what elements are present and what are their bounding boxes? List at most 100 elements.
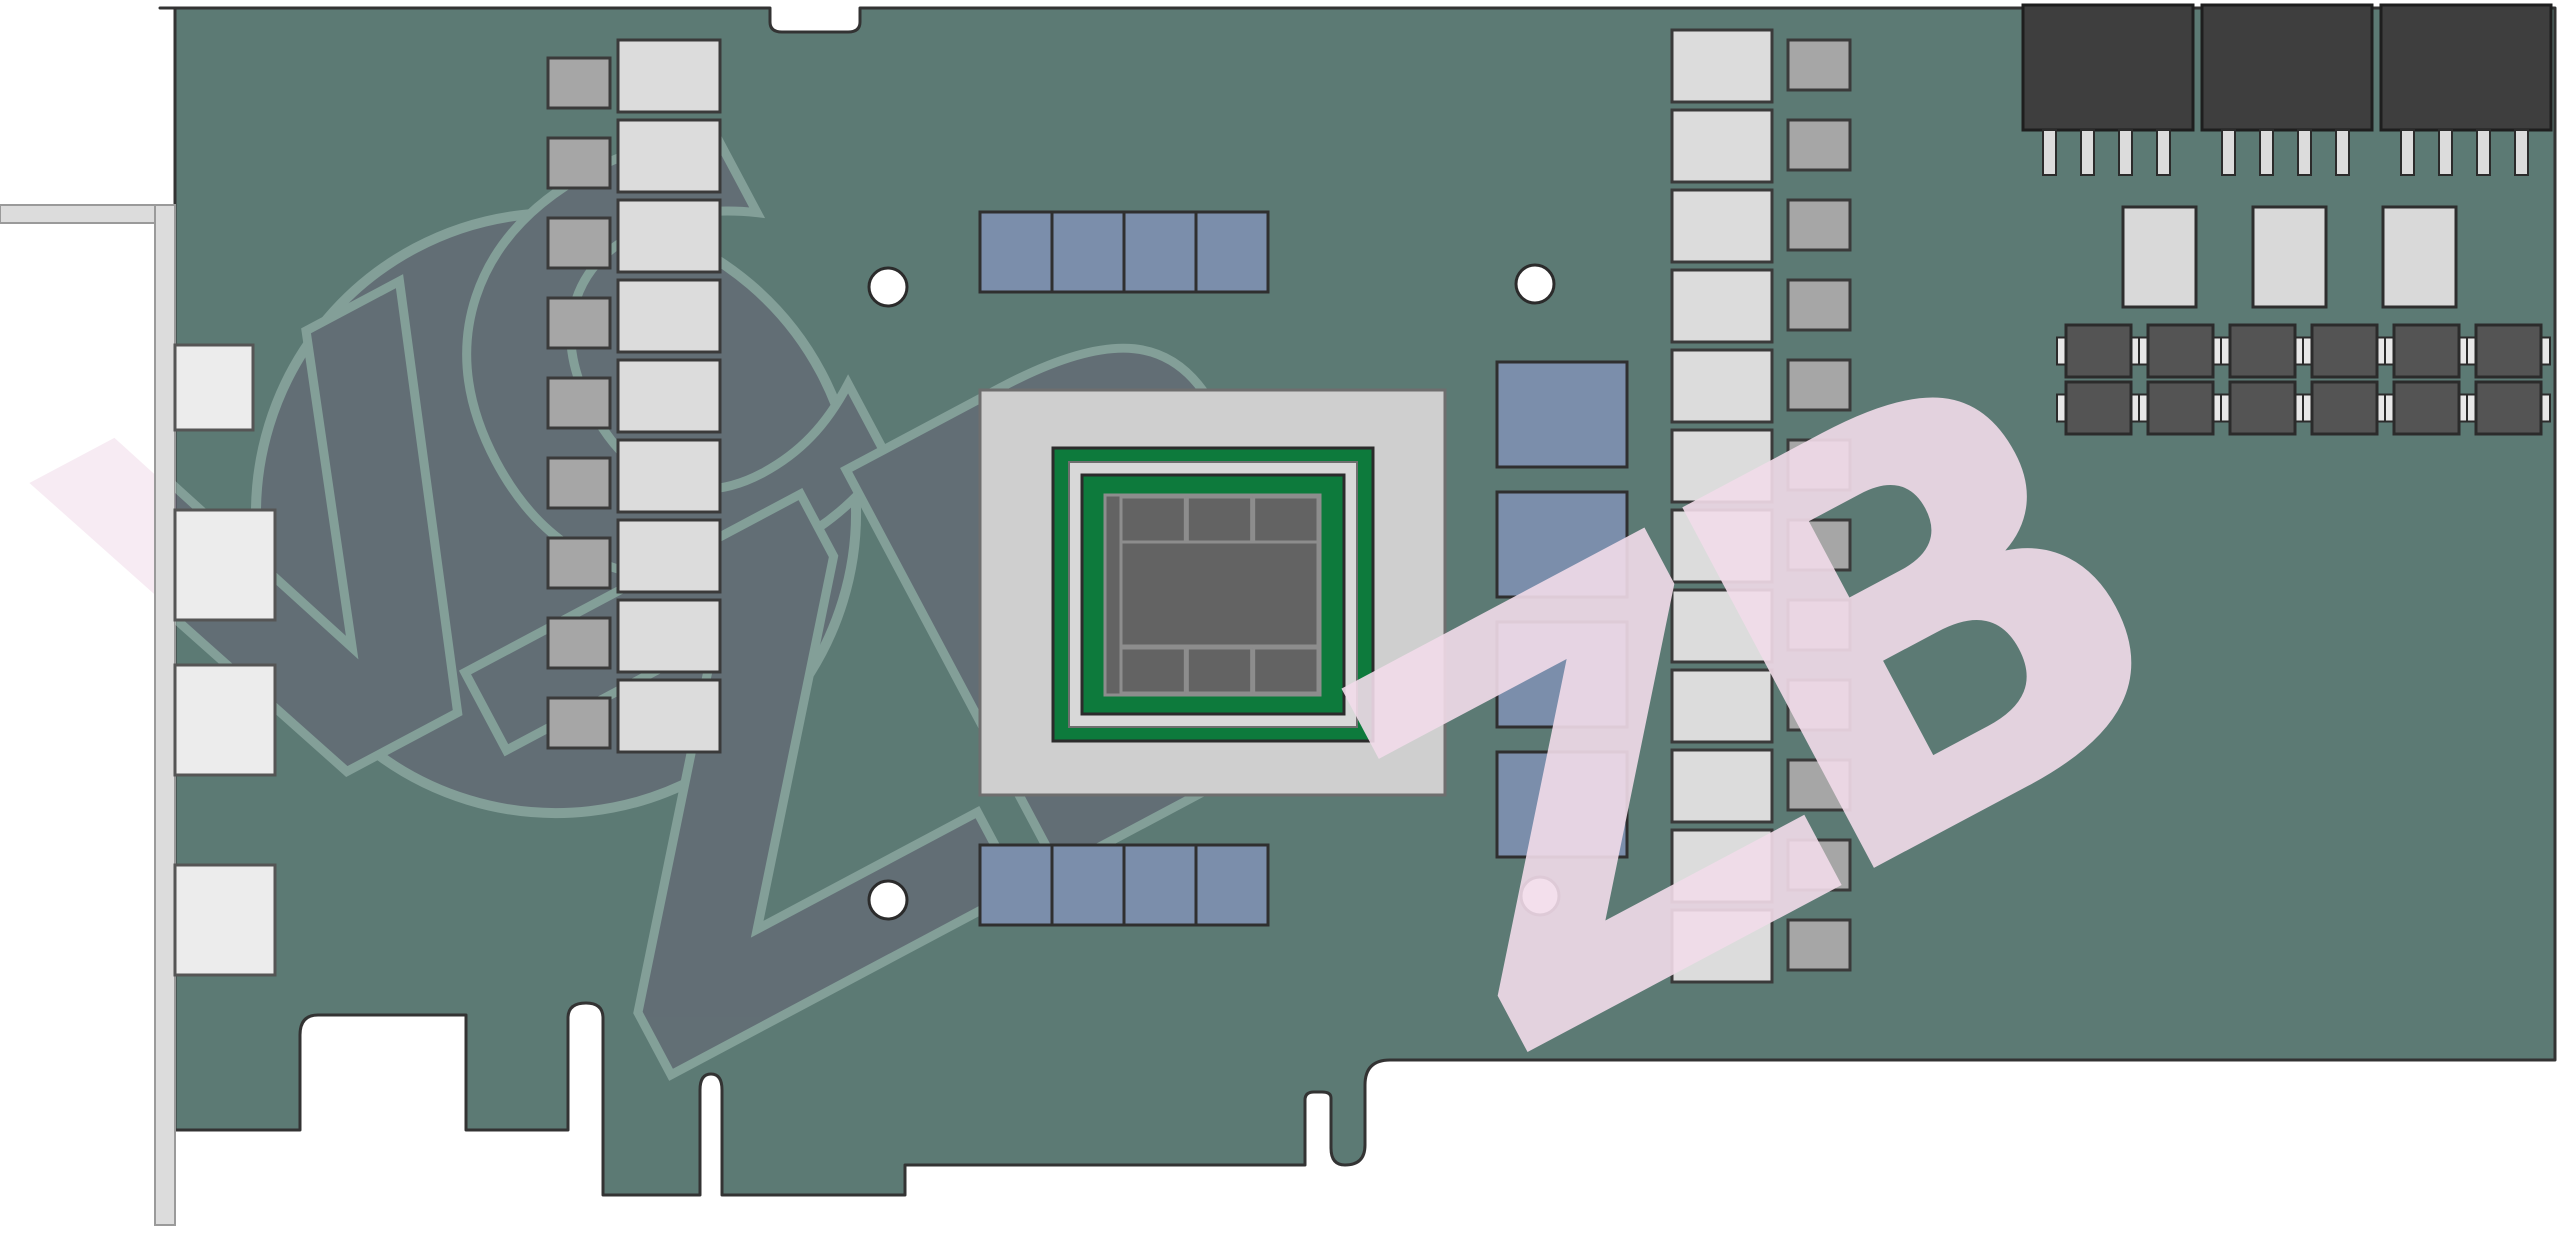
- mount-hole-top-left: [867, 266, 909, 308]
- gpu-die-cell-bottom: [1185, 646, 1254, 695]
- mosfet: [2392, 380, 2461, 436]
- vrm-left-choke: [616, 438, 722, 514]
- vrm-right-capacitor: [1786, 518, 1852, 572]
- vrm-left-choke: [616, 358, 722, 434]
- gpu-die: [1103, 493, 1322, 697]
- vrm-right-choke: [1670, 748, 1774, 824]
- display-output-ports: [173, 343, 277, 977]
- memory-module: [1122, 210, 1198, 294]
- vrm-right-choke: [1670, 348, 1774, 424]
- display-port-3[interactable]: [173, 663, 277, 777]
- mosfet: [2310, 380, 2379, 436]
- memory-module: [1122, 843, 1198, 927]
- mount-hole-bottom-right: [1519, 875, 1561, 917]
- vrm-left-choke: [616, 198, 722, 274]
- display-port-1[interactable]: [173, 343, 255, 432]
- mount-hole-bottom-left: [867, 879, 909, 921]
- memory-modules: [978, 210, 1629, 927]
- vrm-right-capacitor: [1786, 278, 1852, 332]
- vrm-right-choke: [1670, 268, 1774, 344]
- gpu-die-core-block: [1119, 540, 1320, 648]
- power-connector-pin: [2221, 129, 2236, 176]
- vrm-right-choke: [1670, 108, 1774, 184]
- vrm-right-capacitor: [1786, 678, 1852, 732]
- vrm-right-choke: [1670, 828, 1774, 904]
- display-port-4[interactable]: [173, 863, 277, 977]
- mosfet: [2228, 380, 2297, 436]
- mosfet: [2064, 323, 2133, 379]
- vrm-left-choke: [616, 598, 722, 674]
- vrm-right-choke: [1670, 908, 1774, 984]
- io-bracket-rail: [154, 204, 176, 1226]
- vrm-left-choke: [616, 278, 722, 354]
- vrm-right-capacitor: [1786, 198, 1852, 252]
- pcie-power-connectors: [2021, 3, 2553, 176]
- vrm-right-capacitor: [1786, 598, 1852, 652]
- gpu-package: [978, 388, 1447, 797]
- vrm-right-choke: [1670, 188, 1774, 264]
- memory-module: [1495, 490, 1629, 599]
- memory-module: [1050, 210, 1126, 294]
- memory-module: [1050, 843, 1126, 927]
- mosfet: [2146, 323, 2215, 379]
- io-bracket-top-tab: [0, 204, 161, 224]
- power-connector-pin: [2118, 129, 2133, 176]
- memory-module: [978, 843, 1054, 927]
- power-connector-1[interactable]: [2021, 3, 2195, 132]
- power-connector-pin: [2156, 129, 2171, 176]
- memory-module: [1495, 360, 1629, 469]
- vrm-right-choke: [1670, 668, 1774, 744]
- vrm-left-capacitor: [546, 216, 612, 270]
- mounting-holes: [867, 263, 1561, 921]
- power-connector-pin: [2259, 129, 2274, 176]
- left-power-stage-column: [546, 38, 722, 754]
- vrm-left-choke: [616, 678, 722, 754]
- power-connector-2[interactable]: [2200, 3, 2374, 132]
- vrm-right-choke: [1670, 588, 1774, 664]
- power-connector-pin: [2042, 129, 2057, 176]
- power-connector-pin: [2438, 129, 2453, 176]
- vrm-left-choke: [616, 118, 722, 194]
- memory-module: [1194, 210, 1270, 294]
- memory-module: [1495, 750, 1629, 859]
- gpu-die-cell-bottom: [1119, 646, 1187, 695]
- power-connector-pin: [2476, 129, 2491, 176]
- power-connector-pin: [2335, 129, 2350, 176]
- output-capacitors: [2121, 205, 2458, 309]
- vrm-left-choke: [616, 38, 722, 114]
- display-port-2[interactable]: [173, 508, 277, 622]
- memory-module: [1495, 620, 1629, 729]
- mosfet: [2064, 380, 2133, 436]
- vrm-left-capacitor: [546, 696, 612, 750]
- mosfet-array: [2056, 323, 2551, 436]
- vrm-right-choke: [1670, 508, 1774, 584]
- mosfet: [2310, 323, 2379, 379]
- power-connector-3[interactable]: [2379, 3, 2553, 132]
- memory-module: [1194, 843, 1270, 927]
- vrm-right-capacitor: [1786, 918, 1852, 972]
- vrm-left-capacitor: [546, 376, 612, 430]
- mosfet: [2392, 323, 2461, 379]
- right-power-stage-column: [1670, 28, 1852, 984]
- vrm-left-capacitor: [546, 536, 612, 590]
- power-connector-pin: [2400, 129, 2415, 176]
- vrm-right-choke: [1670, 428, 1774, 504]
- mosfet: [2146, 380, 2215, 436]
- vrm-left-capacitor: [546, 456, 612, 510]
- vrm-right-capacitor: [1786, 758, 1852, 812]
- mount-hole-top-right: [1514, 263, 1556, 305]
- vrm-left-capacitor: [546, 56, 612, 110]
- memory-module: [978, 210, 1054, 294]
- gpu-die-cell-bottom: [1252, 646, 1320, 695]
- output-capacitor-3: [2381, 205, 2458, 309]
- io-bracket: [0, 204, 176, 1226]
- mosfet: [2474, 323, 2543, 379]
- output-capacitor-2: [2251, 205, 2328, 309]
- power-connector-pin: [2080, 129, 2095, 176]
- vrm-right-capacitor: [1786, 358, 1852, 412]
- mosfet: [2474, 380, 2543, 436]
- vrm-left-choke: [616, 518, 722, 594]
- vrm-right-capacitor: [1786, 438, 1852, 492]
